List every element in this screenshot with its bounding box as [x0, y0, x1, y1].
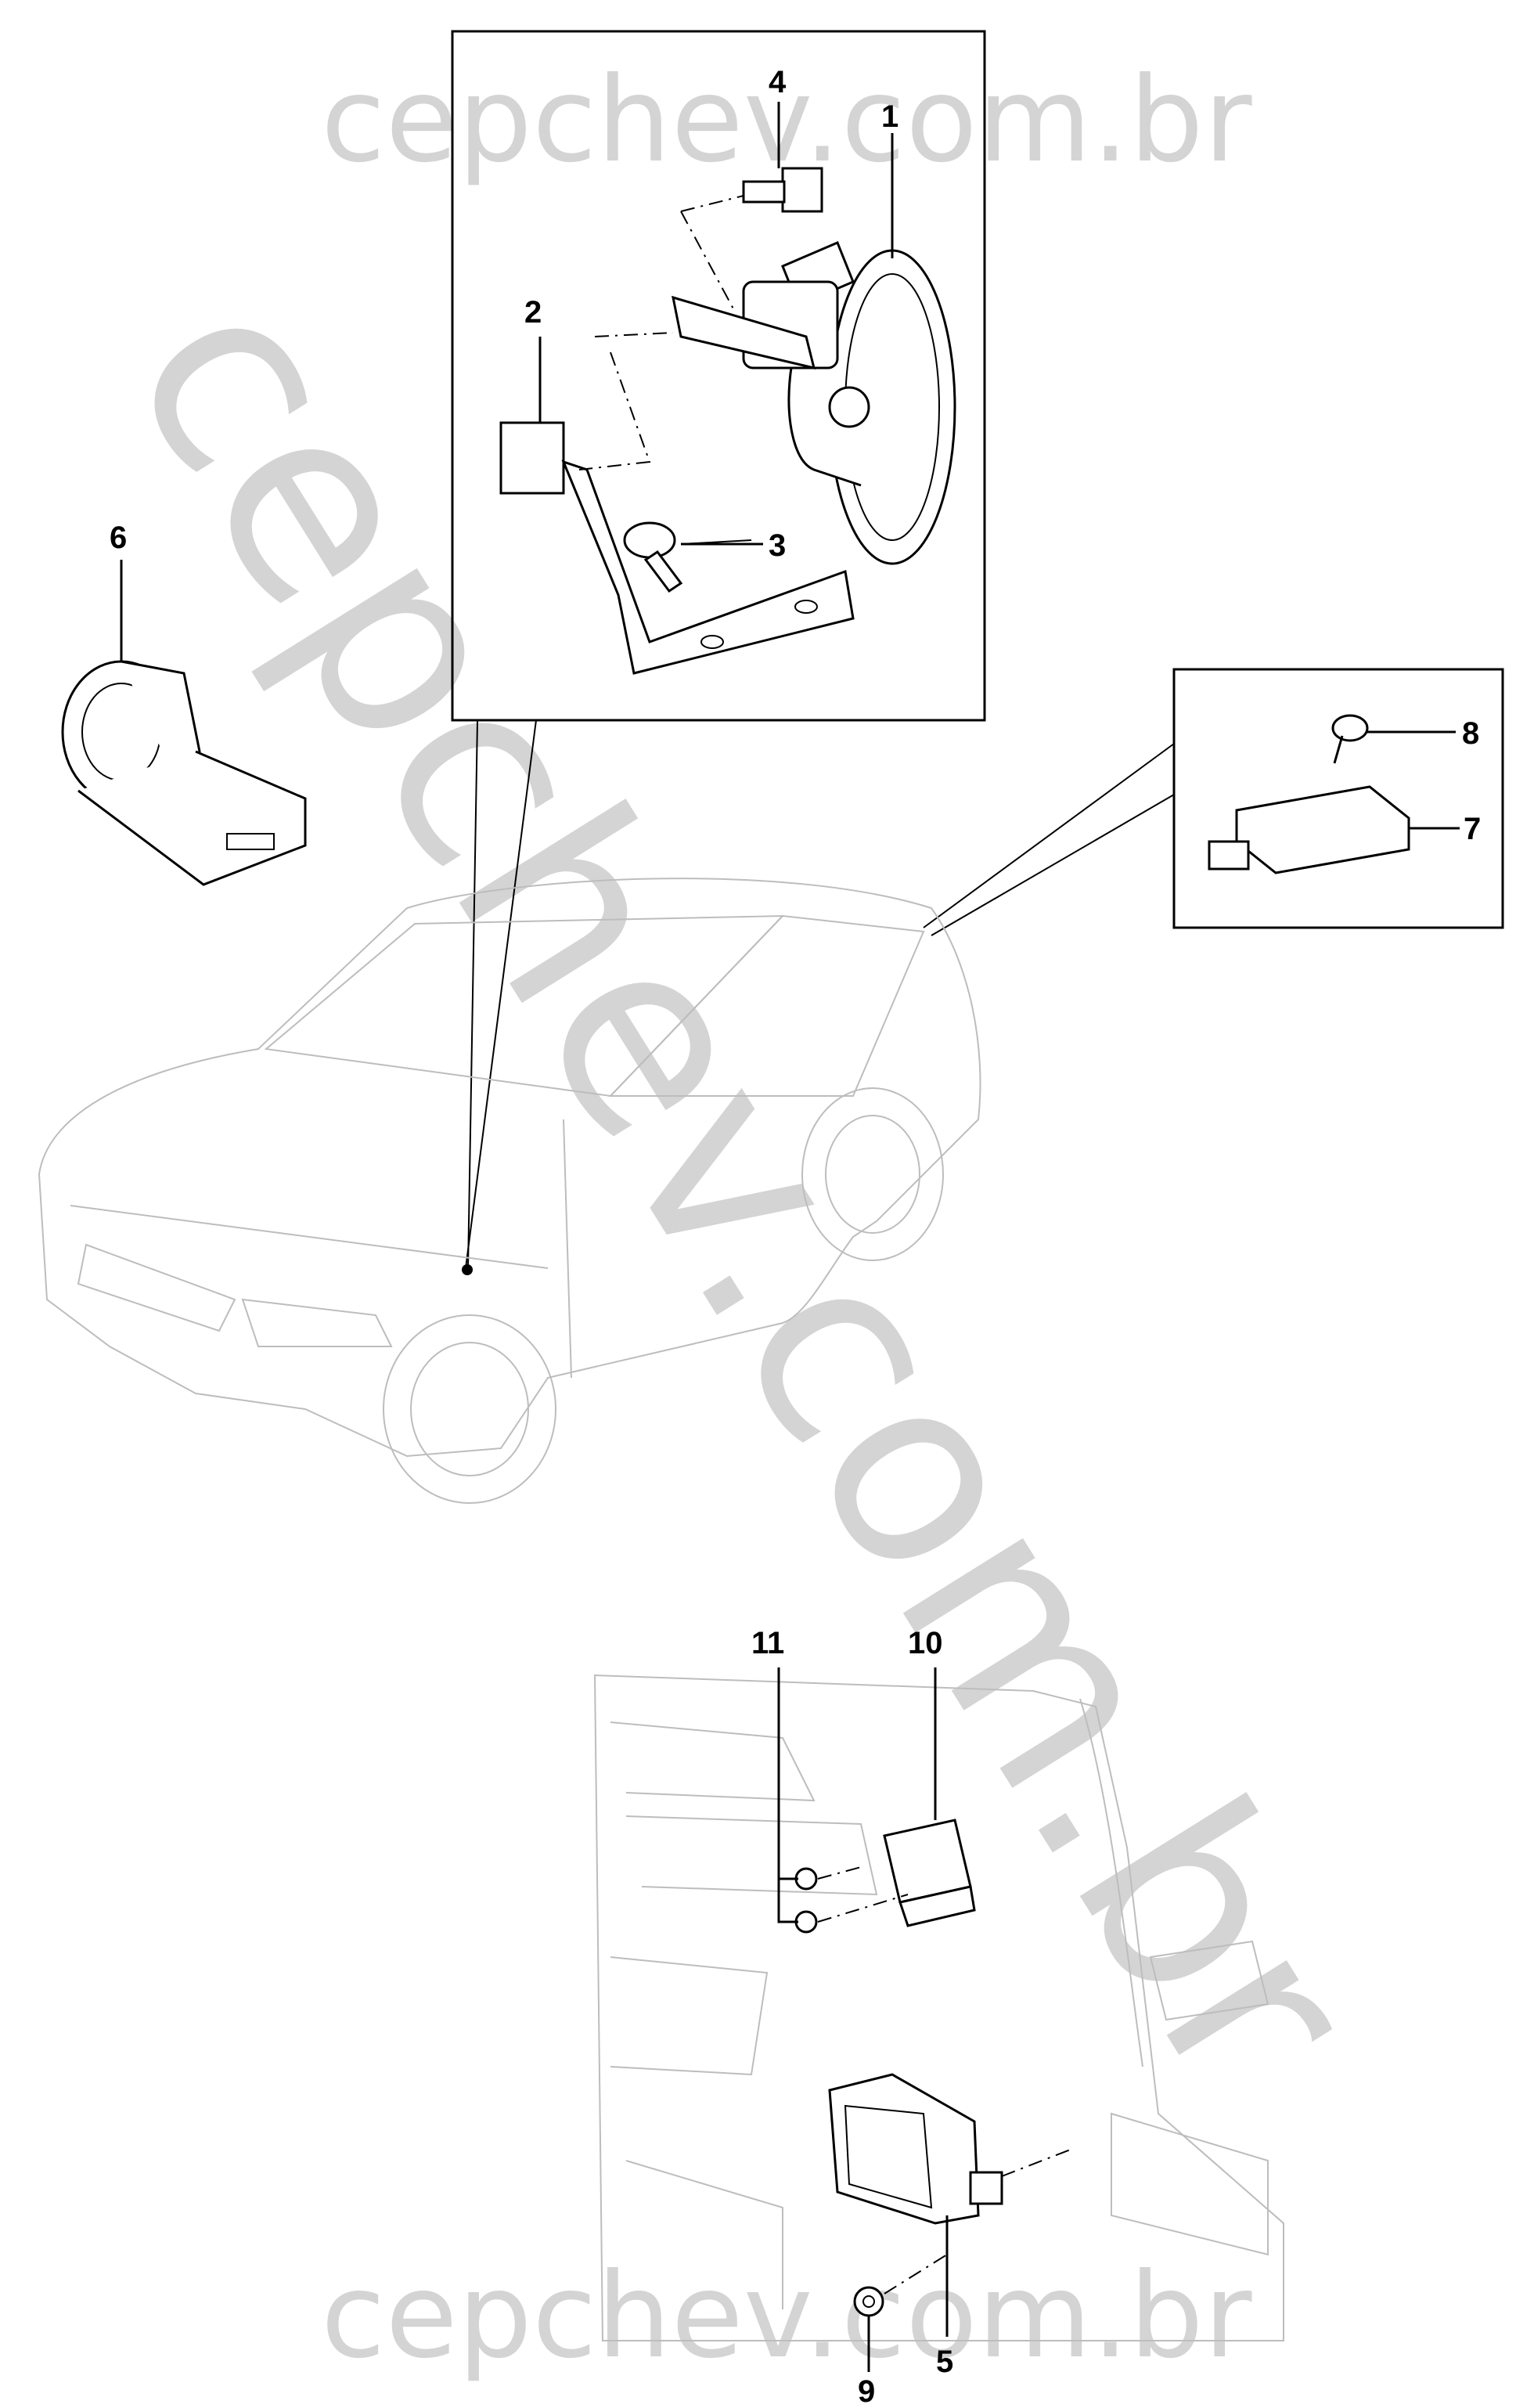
watermark-diagonal: cepchev.com.br: [74, 241, 1415, 2140]
siren-detail-box: [923, 668, 1504, 936]
horn-detail-box: [451, 30, 986, 1275]
callout-3: 3: [769, 528, 786, 563]
bracket-part: [499, 295, 855, 675]
car-outline: [38, 878, 981, 1504]
callout-4: 4: [769, 65, 787, 99]
control-module-part: [828, 2073, 1073, 2225]
callout-6: 6: [110, 521, 127, 555]
callout-1: 1: [881, 99, 898, 134]
callout-10: 10: [908, 1626, 943, 1660]
callout-11: 11: [751, 1626, 784, 1660]
callout-9: 9: [858, 2374, 875, 2408]
interior-scene: [593, 1674, 1284, 2341]
callout-2: 2: [524, 295, 542, 330]
callout-leaders: [538, 102, 1460, 2372]
screw-part: [623, 521, 683, 593]
horn-part: [742, 241, 956, 565]
siren-module-part: [1208, 785, 1410, 874]
callout-8: 8: [1462, 716, 1479, 751]
relay-part: [883, 1819, 976, 1927]
sensor-ring-part: [61, 560, 307, 886]
watermark-top: cepchev.com.br: [321, 52, 1252, 189]
bolt-part: [742, 167, 823, 213]
siren-screw-part: [1331, 714, 1369, 764]
callout-5: 5: [936, 2345, 953, 2379]
relay-nuts: [794, 1866, 909, 1934]
watermark-bottom: cepchev.com.br: [321, 2248, 1252, 2385]
callout-7: 7: [1464, 812, 1481, 846]
